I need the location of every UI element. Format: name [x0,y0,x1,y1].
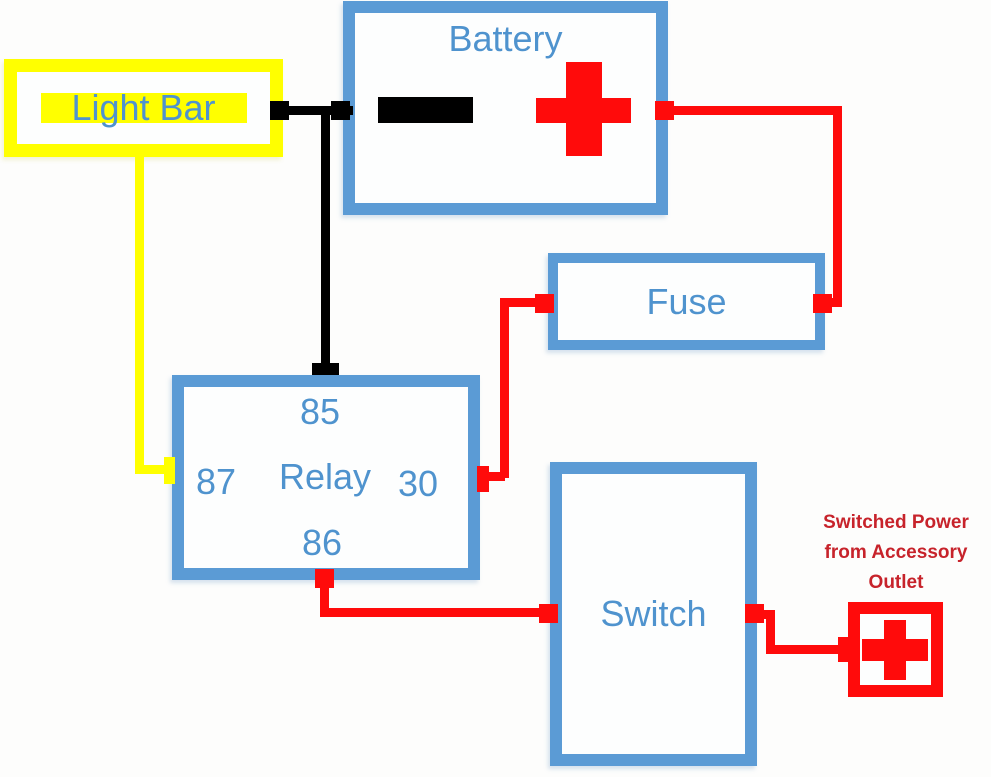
relay-pin-87-label: 87 [195,461,237,502]
connector-switch-left [539,604,558,623]
light-bar-label-highlight: Light Bar [40,87,247,128]
relay-pin-30-label: 30 [397,463,439,504]
connector-relay-pin-30 [477,466,489,492]
connector-battery-positive [655,101,674,120]
connector-relay-pin-85 [312,363,339,375]
connector-lightbar-right [270,101,289,120]
relay-pin-85-label: 85 [299,391,341,432]
switch-label: Switch [600,593,707,634]
switch-box: Switch [550,462,757,766]
relay-box: 85 87 Relay 30 86 [172,375,480,580]
fuse-box: Fuse [548,253,825,350]
light-bar-box: Light Bar [4,59,283,157]
relay-pin-86-label: 86 [301,522,343,563]
accessory-outlet-box [848,602,943,697]
battery-box: Battery [343,1,668,215]
battery-minus-icon [378,97,473,123]
connector-fuse-left [535,294,554,313]
connector-outlet-left [838,637,848,662]
connector-relay-pin-86 [315,569,334,588]
connector-switch-right [745,604,764,623]
fuse-label: Fuse [646,280,727,322]
relay-label: Relay [278,456,372,497]
connector-fuse-right [813,294,832,313]
connector-battery-negative [331,101,350,120]
light-bar-label: Light Bar [71,87,216,128]
switched-power-caption: Switched Power from Accessory Outlet [823,512,969,593]
battery-label: Battery [448,18,563,59]
connector-relay-pin-87 [164,457,175,484]
